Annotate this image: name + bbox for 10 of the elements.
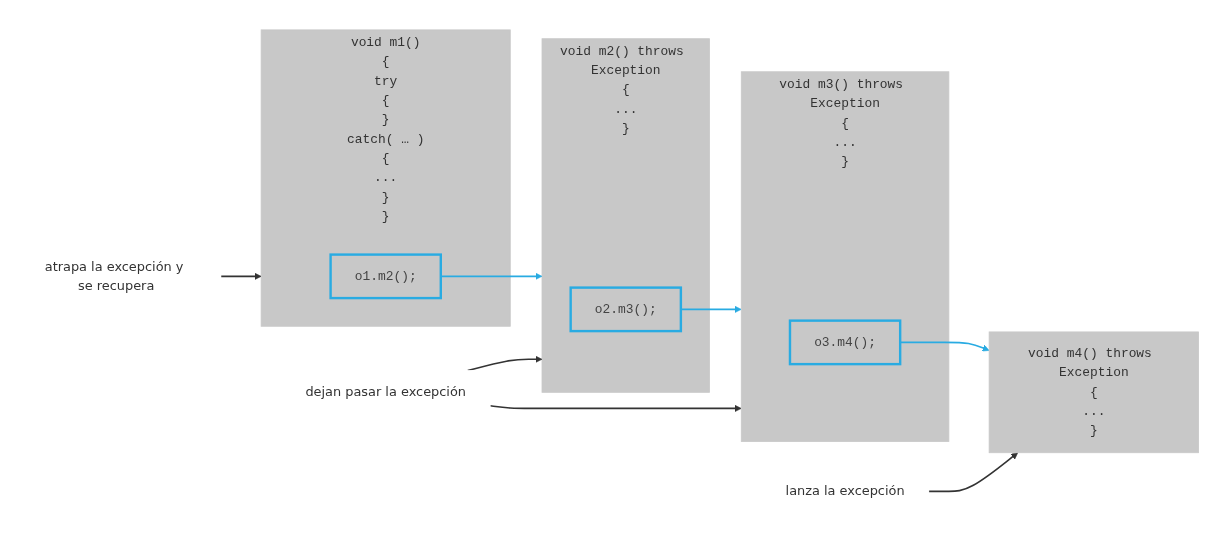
node-text: atrapa la excepción y se recupera (44, 258, 183, 294)
node-box: void m4() throws Exception { ... } (988, 331, 1199, 454)
node-box: o2.m3(); (568, 286, 682, 333)
arrow (488, 404, 742, 412)
node-box: o3.m4(); (788, 319, 901, 366)
node-text: dejan pasar la excepción (304, 384, 466, 400)
node-text: lanza la excepción (785, 483, 905, 499)
arrow (927, 452, 1018, 493)
node-box: o1.m2(); (328, 253, 442, 300)
arrow (219, 272, 261, 280)
